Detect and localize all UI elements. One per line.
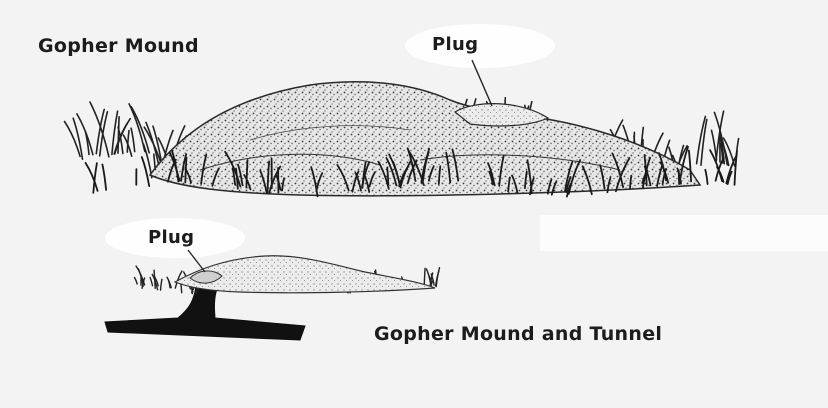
white-band xyxy=(540,215,828,251)
tunnel xyxy=(105,286,305,340)
grass-blade xyxy=(735,151,738,185)
grass-blade xyxy=(73,118,82,159)
mound-and-tunnel-title: Gopher Mound and Tunnel xyxy=(374,323,662,345)
grass-blade xyxy=(131,128,135,151)
grass-blade xyxy=(705,170,707,184)
bottom-plug-label: Plug xyxy=(148,227,194,248)
grass-blade xyxy=(424,268,425,284)
grass-blade xyxy=(118,117,119,153)
grass-blade xyxy=(77,114,93,155)
grass-blade xyxy=(161,279,162,290)
grass-blade xyxy=(135,278,138,285)
grass-blade xyxy=(102,165,106,190)
grass-blade xyxy=(150,278,152,286)
grass-blade xyxy=(169,280,171,288)
grass-blade xyxy=(246,160,247,188)
top-mound-title: Gopher Mound xyxy=(38,35,199,57)
label-highlight-top xyxy=(405,24,555,68)
top-mound-group xyxy=(65,60,739,197)
top-plug-bump xyxy=(455,104,548,126)
top-mound-body xyxy=(150,82,700,196)
grass-blade xyxy=(65,122,81,157)
grass-blade xyxy=(701,120,707,166)
top-plug-label: Plug xyxy=(432,34,478,55)
